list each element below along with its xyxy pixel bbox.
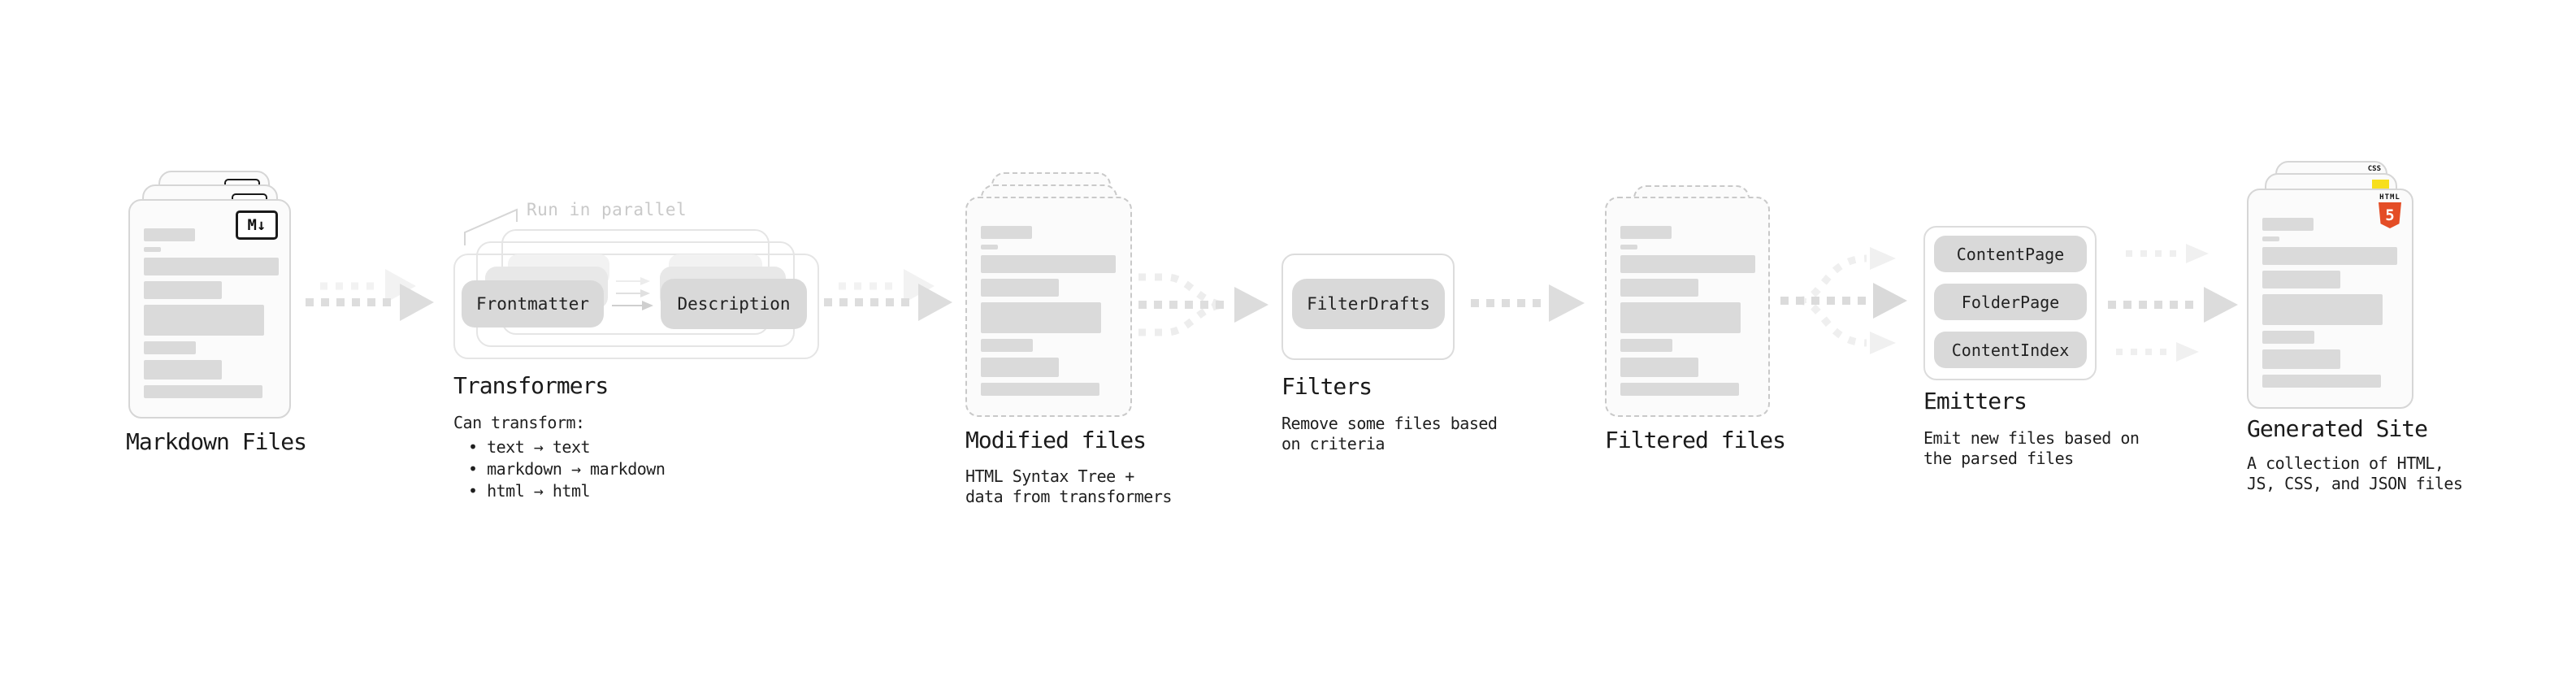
stage-title-filtered: Filtered files [1605, 427, 1786, 453]
bullet-char: • [468, 437, 478, 457]
html5-icon: HTML 5 [2376, 193, 2404, 228]
stage-title-generated: Generated Site [2247, 415, 2428, 442]
bullet-item: • html → html [468, 481, 665, 503]
markdown-file-card-front: M↓ [128, 199, 291, 419]
desc-line: HTML Syntax Tree + [965, 466, 1134, 486]
fanout-arrow-icon [1780, 247, 1907, 354]
contentindex-box: ContentIndex [1934, 332, 2087, 368]
html5-label: HTML [2379, 193, 2400, 202]
generated-file-card-front: HTML 5 [2247, 189, 2413, 409]
desc-line: A collection of HTML, [2247, 453, 2444, 473]
bullet-char: • [468, 459, 478, 479]
flow-arrow-icon [1471, 284, 1585, 322]
filters-description: Remove some files based on criteria [1281, 414, 1498, 454]
bullet-text: text → text [487, 437, 591, 457]
frontmatter-box: Frontmatter [462, 280, 604, 327]
annotation-callout-line [464, 208, 518, 245]
stage-title-filters: Filters [1281, 373, 1373, 400]
stage-title-transformers: Transformers [453, 372, 609, 399]
html5-shield: 5 [2379, 202, 2401, 228]
file-content-placeholder [1607, 198, 1768, 396]
desc-line: Emit new files based on [1923, 428, 2140, 448]
stage-title-markdown: Markdown Files [126, 428, 307, 455]
bullet-text: markdown → markdown [487, 459, 666, 479]
desc-line: data from transformers [965, 487, 1172, 506]
desc-line: JS, CSS, and JSON files [2247, 474, 2463, 493]
flow-arrow-icon [2108, 287, 2238, 323]
generated-description: A collection of HTML, JS, CSS, and JSON … [2247, 453, 2463, 494]
flow-arrow-icon [306, 269, 434, 321]
contentpage-box: ContentPage [1934, 236, 2087, 272]
bullet-char: • [468, 481, 478, 501]
bullet-text: html → html [487, 481, 591, 501]
js-icon [2372, 180, 2389, 189]
stage-title-modified: Modified files [965, 427, 1147, 453]
transformers-bullet-list: • text → text • markdown → markdown • ht… [468, 437, 666, 503]
flow-arrow-icon [824, 269, 952, 321]
folderpage-box: FolderPage [1934, 284, 2087, 320]
bullet-item: • markdown → markdown [468, 459, 666, 481]
filtered-file-card-front [1605, 197, 1770, 417]
modified-description: HTML Syntax Tree + data from transformer… [965, 466, 1172, 507]
desc-line: on criteria [1281, 434, 1385, 453]
description-box: Description [661, 279, 807, 329]
file-content-placeholder [967, 198, 1130, 396]
file-content-placeholder [2249, 190, 2412, 388]
flow-arrow-faint-icon [2116, 342, 2199, 362]
desc-line: the parsed files [1923, 449, 2074, 468]
bullet-item: • text → text [468, 437, 665, 459]
run-in-parallel-annotation: Run in parallel [527, 200, 687, 219]
emitters-description: Emit new files based on the parsed files [1923, 428, 2140, 469]
markdown-icon: M↓ [236, 210, 278, 240]
filterdrafts-box: FilterDrafts [1292, 279, 1445, 329]
transformers-description: Can transform: [453, 413, 585, 433]
modified-file-card-front [965, 197, 1132, 417]
desc-heading: Can transform: [453, 413, 585, 432]
merge-arrow-icon [1138, 273, 1268, 336]
css-label: CSS [2367, 165, 2381, 173]
parallel-arrows-icon [612, 277, 653, 310]
flow-arrow-faint-icon [2126, 244, 2209, 263]
file-content-placeholder [130, 201, 289, 398]
stage-title-emitters: Emitters [1923, 388, 2027, 414]
transformer-container-front [453, 254, 819, 359]
desc-line: Remove some files based [1281, 414, 1498, 433]
